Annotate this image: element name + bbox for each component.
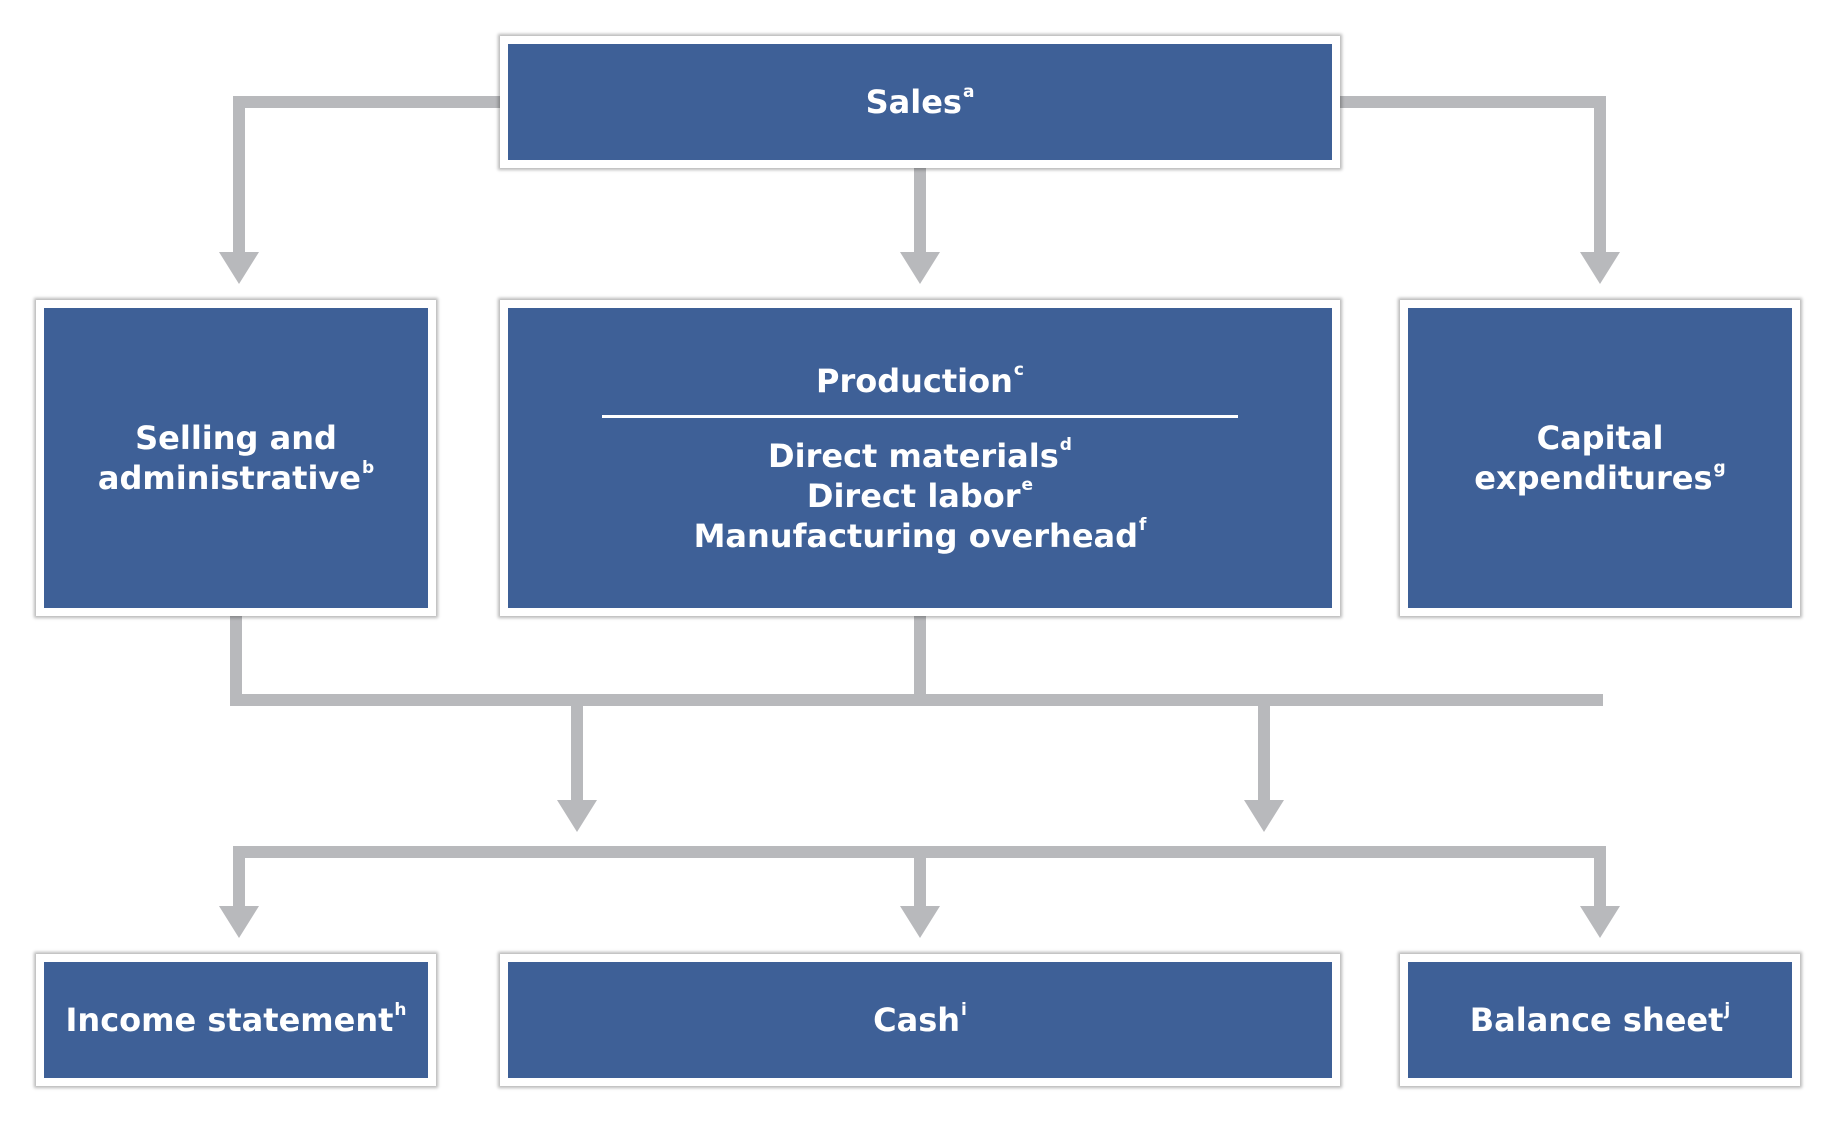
capital-label-line2: expendituresg xyxy=(1474,457,1726,497)
arrowhead-income xyxy=(219,906,259,938)
cash-label: Cashi xyxy=(873,999,967,1039)
selling-footnote: b xyxy=(361,457,375,478)
arrowhead-cash xyxy=(900,906,940,938)
production-footnote: c xyxy=(1013,360,1024,381)
production-item-direct-labor: Direct labore xyxy=(806,475,1034,515)
capital-label-line1: Capital xyxy=(1536,419,1664,457)
sales-label: Salesa xyxy=(865,81,975,121)
capital-expenditures-box: Capital expendituresg xyxy=(1400,300,1800,616)
selling-administrative-box: Selling and administrativeb xyxy=(36,300,436,616)
arrowhead-balance xyxy=(1580,906,1620,938)
income-footnote: h xyxy=(394,999,407,1020)
arrowhead-capital xyxy=(1580,252,1620,284)
connector-sales-to-capital xyxy=(1340,96,1606,256)
production-title: Productionc xyxy=(816,360,1024,400)
income-label: Income statementh xyxy=(65,999,407,1039)
production-divider xyxy=(602,414,1238,418)
arrowhead-drop-right xyxy=(1244,800,1284,832)
connector-sales-to-selling xyxy=(233,96,500,256)
sales-footnote: a xyxy=(962,81,975,102)
arrowhead-production xyxy=(900,252,940,284)
selling-label-line1: Selling and xyxy=(135,419,337,457)
production-item-direct-materials: Direct materialsd xyxy=(768,435,1072,475)
cash-box: Cashi xyxy=(500,954,1340,1086)
balance-sheet-box: Balance sheetj xyxy=(1400,954,1800,1086)
production-items: Direct materialsd Direct labore Manufact… xyxy=(694,436,1147,556)
balance-label: Balance sheetj xyxy=(1469,999,1731,1039)
arrowhead-selling xyxy=(219,252,259,284)
selling-label-line2: administrativeb xyxy=(97,457,375,497)
connector-middle-merge xyxy=(230,616,1603,706)
sales-box: Salesa xyxy=(500,36,1340,168)
capital-footnote: g xyxy=(1713,457,1726,478)
income-statement-box: Income statementh xyxy=(36,954,436,1086)
production-box: Productionc Direct materialsd Direct lab… xyxy=(500,300,1340,616)
production-item-manufacturing-overhead: Manufacturing overheadf xyxy=(693,515,1147,555)
cash-footnote: i xyxy=(961,999,967,1020)
arrowhead-drop-left xyxy=(557,800,597,832)
balance-footnote: j xyxy=(1724,999,1731,1020)
